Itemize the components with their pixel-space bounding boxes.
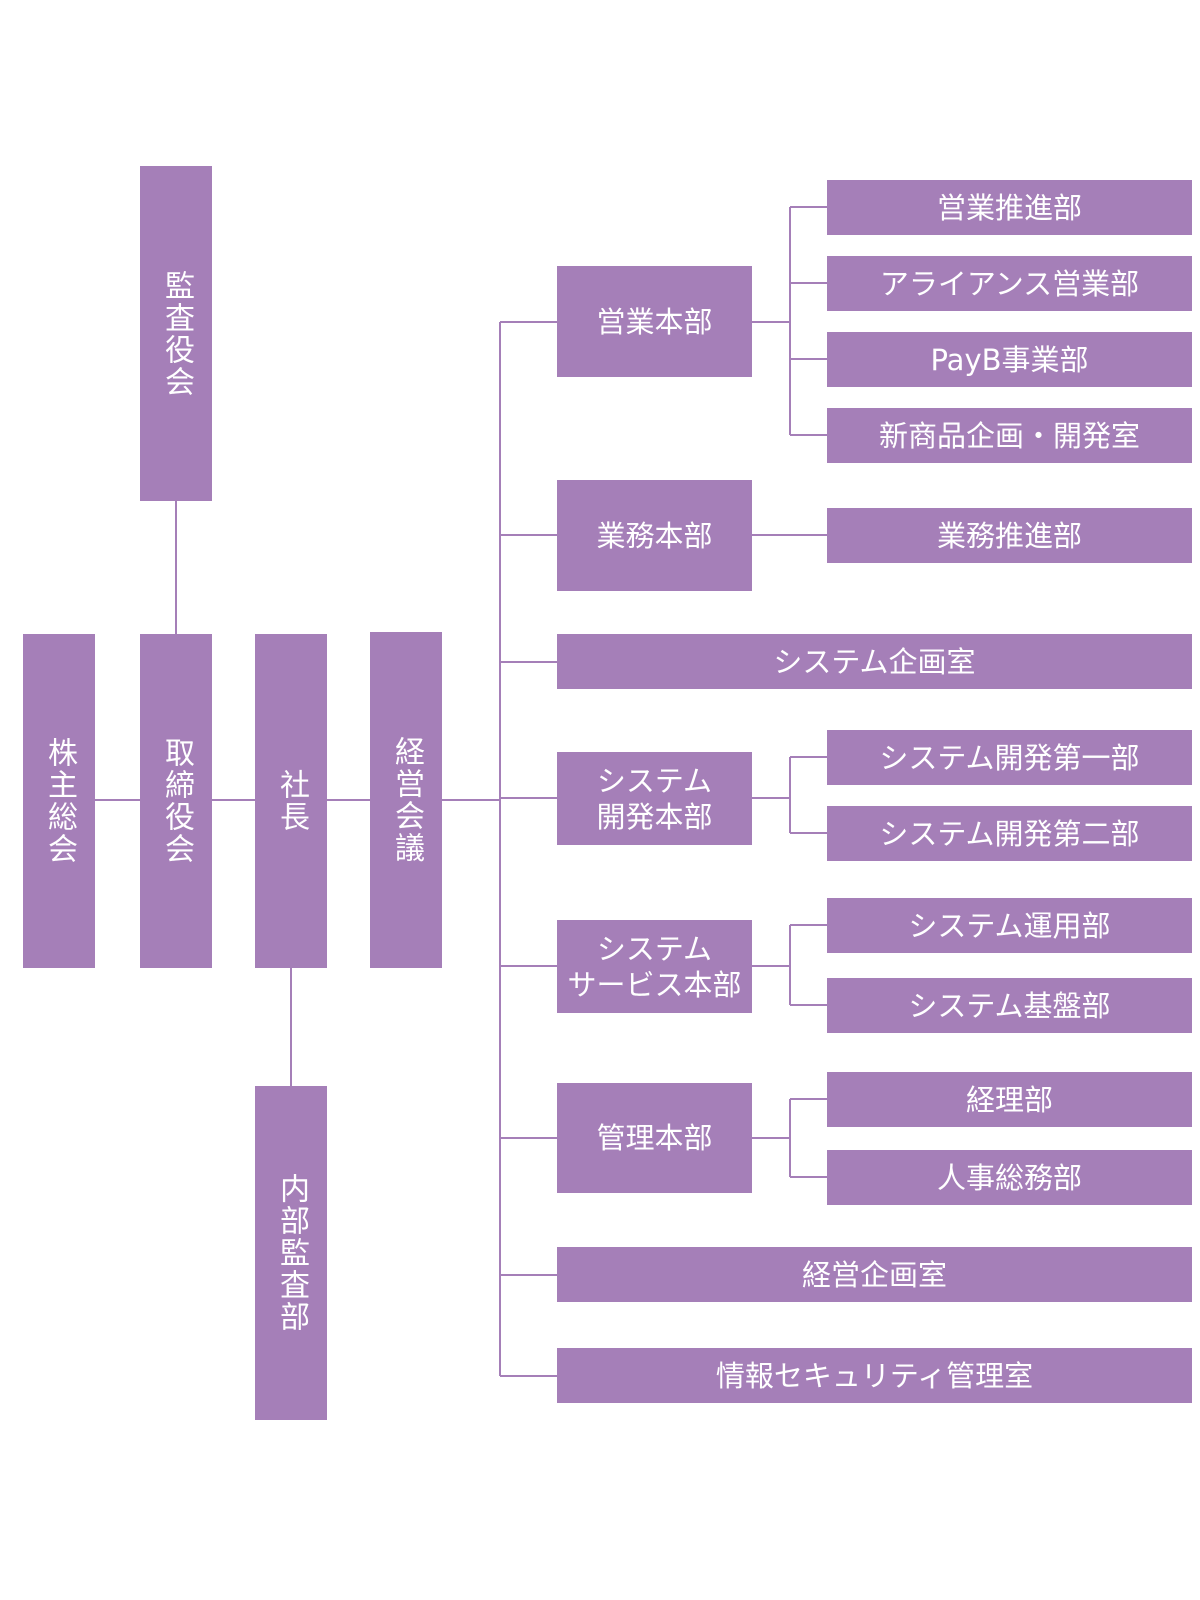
internal-audit-box: 内部監査部 <box>255 1086 327 1420</box>
system-development-dept-2-box: システム開発第二部 <box>827 806 1192 861</box>
system-infrastructure-dept-box: システム基盤部 <box>827 978 1192 1033</box>
sales-division-box: 営業本部 <box>557 266 752 377</box>
hr-general-affairs-dept-box: 人事総務部 <box>827 1150 1192 1205</box>
info-security-office-box: 情報セキュリティ管理室 <box>557 1348 1192 1403</box>
audit-board-box: 監査役会 <box>140 166 212 501</box>
operations-promotion-dept-box: 業務推進部 <box>827 508 1192 563</box>
administration-division-box: 管理本部 <box>557 1083 752 1193</box>
operations-division-box: 業務本部 <box>557 480 752 591</box>
system-development-dept-1-box: システム開発第一部 <box>827 730 1192 785</box>
management-meeting-box: 経営会議 <box>370 632 442 968</box>
new-product-planning-office-box: 新商品企画・開発室 <box>827 408 1192 463</box>
alliance-sales-dept-box: アライアンス営業部 <box>827 256 1192 311</box>
corporate-planning-office-box: 経営企画室 <box>557 1247 1192 1302</box>
payb-business-dept-box: PayB事業部 <box>827 332 1192 387</box>
system-operations-dept-box: システム運用部 <box>827 898 1192 953</box>
system-service-division-box: システム サービス本部 <box>557 920 752 1013</box>
accounting-dept-box: 経理部 <box>827 1072 1192 1127</box>
system-planning-office-box: システム企画室 <box>557 634 1192 689</box>
sales-promotion-dept-box: 営業推進部 <box>827 180 1192 235</box>
president-box: 社長 <box>255 634 327 968</box>
system-development-division-box: システム 開発本部 <box>557 752 752 845</box>
board-of-directors-box: 取締役会 <box>140 634 212 968</box>
shareholders-meeting-box: 株主総会 <box>23 634 95 968</box>
